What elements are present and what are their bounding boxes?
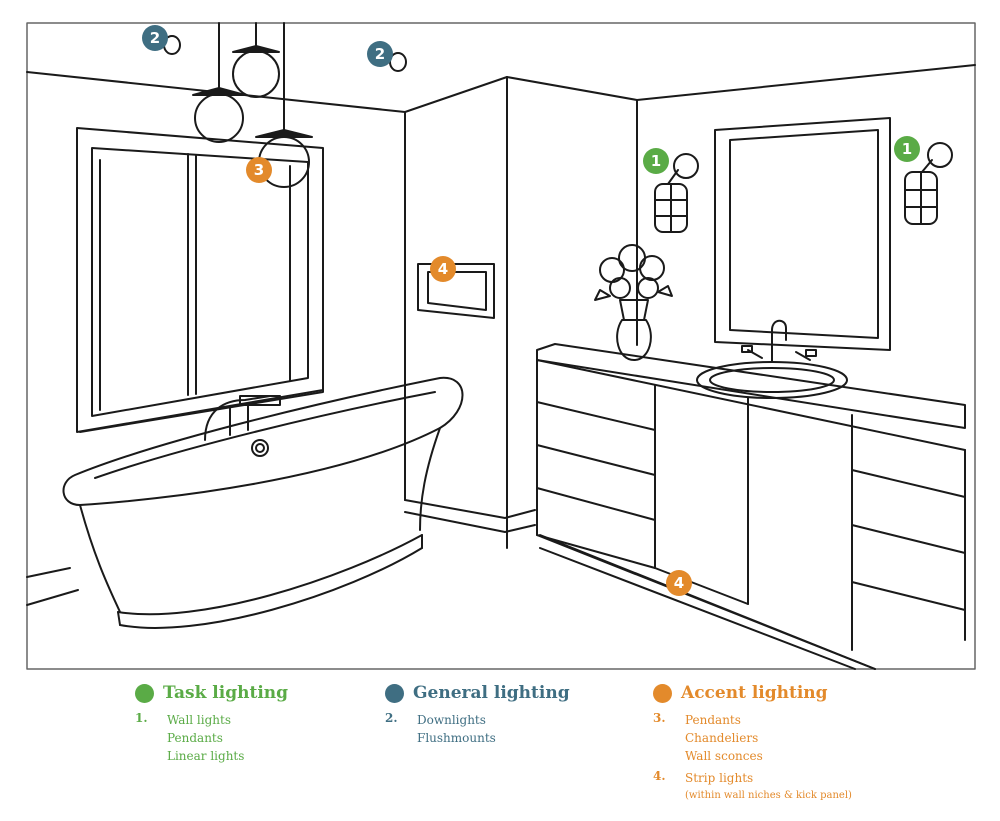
legend-accent-title: Accent lighting xyxy=(681,683,828,703)
bathtub xyxy=(62,376,464,629)
marker-task-sconce-left: 1 xyxy=(643,148,669,174)
legend-general-title: General lighting xyxy=(413,683,570,703)
legend-accent-item-b: Strip lights xyxy=(685,771,754,785)
marker-accent-niche: 4 xyxy=(430,256,456,282)
legend-accent-item: Pendants xyxy=(685,713,741,727)
illustration-frame xyxy=(26,22,976,670)
task-dot-icon xyxy=(135,683,154,703)
legend-general-number: 2. xyxy=(385,711,398,725)
flower-vase xyxy=(594,244,673,361)
legend-accent-number-b: 4. xyxy=(653,769,666,783)
legend-general: General lighting 2. Downlights Flushmoun… xyxy=(385,683,570,747)
marker-accent-pendant: 3 xyxy=(246,157,272,183)
legend-task: Task lighting 1. Wall lights Pendants Li… xyxy=(135,683,288,765)
legend-task-title: Task lighting xyxy=(163,683,289,703)
legend-accent-number: 3. xyxy=(653,711,666,725)
legend-general-item: Downlights xyxy=(417,713,486,727)
legend-task-item: Linear lights xyxy=(167,749,245,763)
general-dot-icon xyxy=(385,683,404,703)
marker-general-downlight-a: 2 xyxy=(142,25,168,51)
vanity xyxy=(536,319,966,670)
pendant-lights xyxy=(192,22,313,188)
legend-task-item: Wall lights xyxy=(167,713,232,727)
wall-niche xyxy=(417,263,495,319)
marker-task-sconce-right: 1 xyxy=(894,136,920,162)
wall-sconce-right xyxy=(904,142,953,225)
marker-accent-kick-panel: 4 xyxy=(666,570,692,596)
legend-task-item: Pendants xyxy=(167,731,223,745)
legend-accent-item: Chandeliers xyxy=(685,731,759,745)
wall-sconce-left xyxy=(654,153,699,233)
legend-accent: Accent lighting 3. Pendants Chandeliers … xyxy=(653,683,852,805)
marker-general-downlight-b: 2 xyxy=(367,41,393,67)
legend-task-number: 1. xyxy=(135,711,148,725)
accent-dot-icon xyxy=(653,683,672,703)
mirror xyxy=(714,117,891,351)
legend-accent-item: Wall sconces xyxy=(685,749,763,763)
room-walls xyxy=(26,64,976,670)
window xyxy=(76,127,324,433)
legend-accent-note: (within wall niches & kick panel) xyxy=(685,790,852,801)
legend-general-item: Flushmounts xyxy=(417,731,496,745)
